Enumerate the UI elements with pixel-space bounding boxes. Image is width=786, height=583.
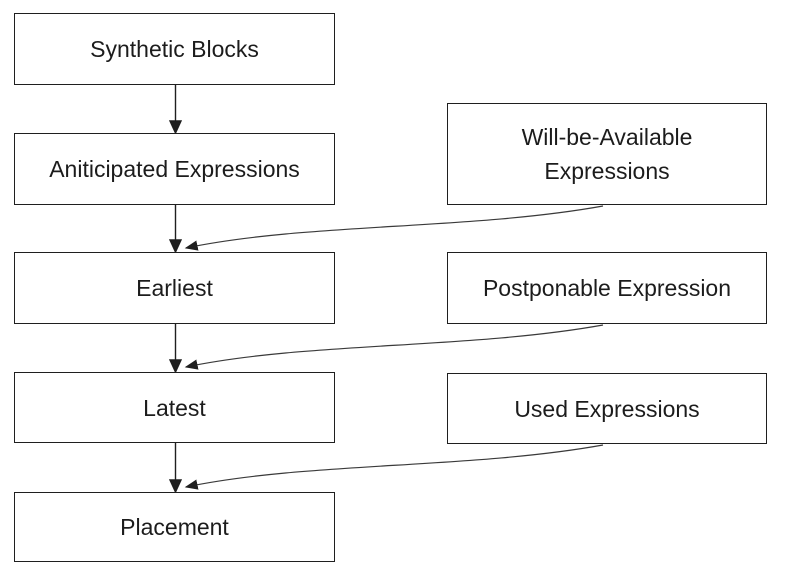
node-label: Postponable Expression	[482, 275, 732, 301]
node-label: Placement	[120, 514, 229, 540]
arrow-used-to-placement	[184, 444, 604, 490]
node-will-be-available-expressions: Will-be-Available Expressions	[447, 103, 767, 205]
node-placement: Placement	[14, 492, 335, 562]
node-label: Synthetic Blocks	[90, 36, 259, 62]
node-label: Used Expressions	[514, 395, 700, 422]
arrow-aniticipated-to-earliest	[168, 205, 183, 254]
node-label: Earliest	[136, 275, 213, 301]
arrow-postponable-to-latest	[184, 324, 604, 370]
node-label-line2: Expressions	[544, 158, 670, 184]
node-aniticipated-expressions: Aniticipated Expressions	[14, 133, 335, 205]
node-earliest: Earliest	[14, 252, 335, 324]
node-label: Aniticipated Expressions	[49, 156, 300, 182]
node-used-expressions: Used Expressions	[447, 373, 767, 444]
node-postponable-expression: Postponable Expression	[447, 252, 767, 324]
node-label-line1: Will-be-Available	[521, 124, 693, 150]
arrow-synthetic-to-aniticipated	[168, 85, 183, 135]
arrow-latest-to-placement	[168, 443, 183, 494]
node-latest: Latest	[14, 372, 335, 443]
arrow-earliest-to-latest	[168, 324, 183, 374]
node-synthetic-blocks: Synthetic Blocks	[14, 13, 335, 85]
arrow-willbeavailable-to-earliest	[184, 205, 604, 251]
node-label: Latest	[143, 394, 206, 421]
